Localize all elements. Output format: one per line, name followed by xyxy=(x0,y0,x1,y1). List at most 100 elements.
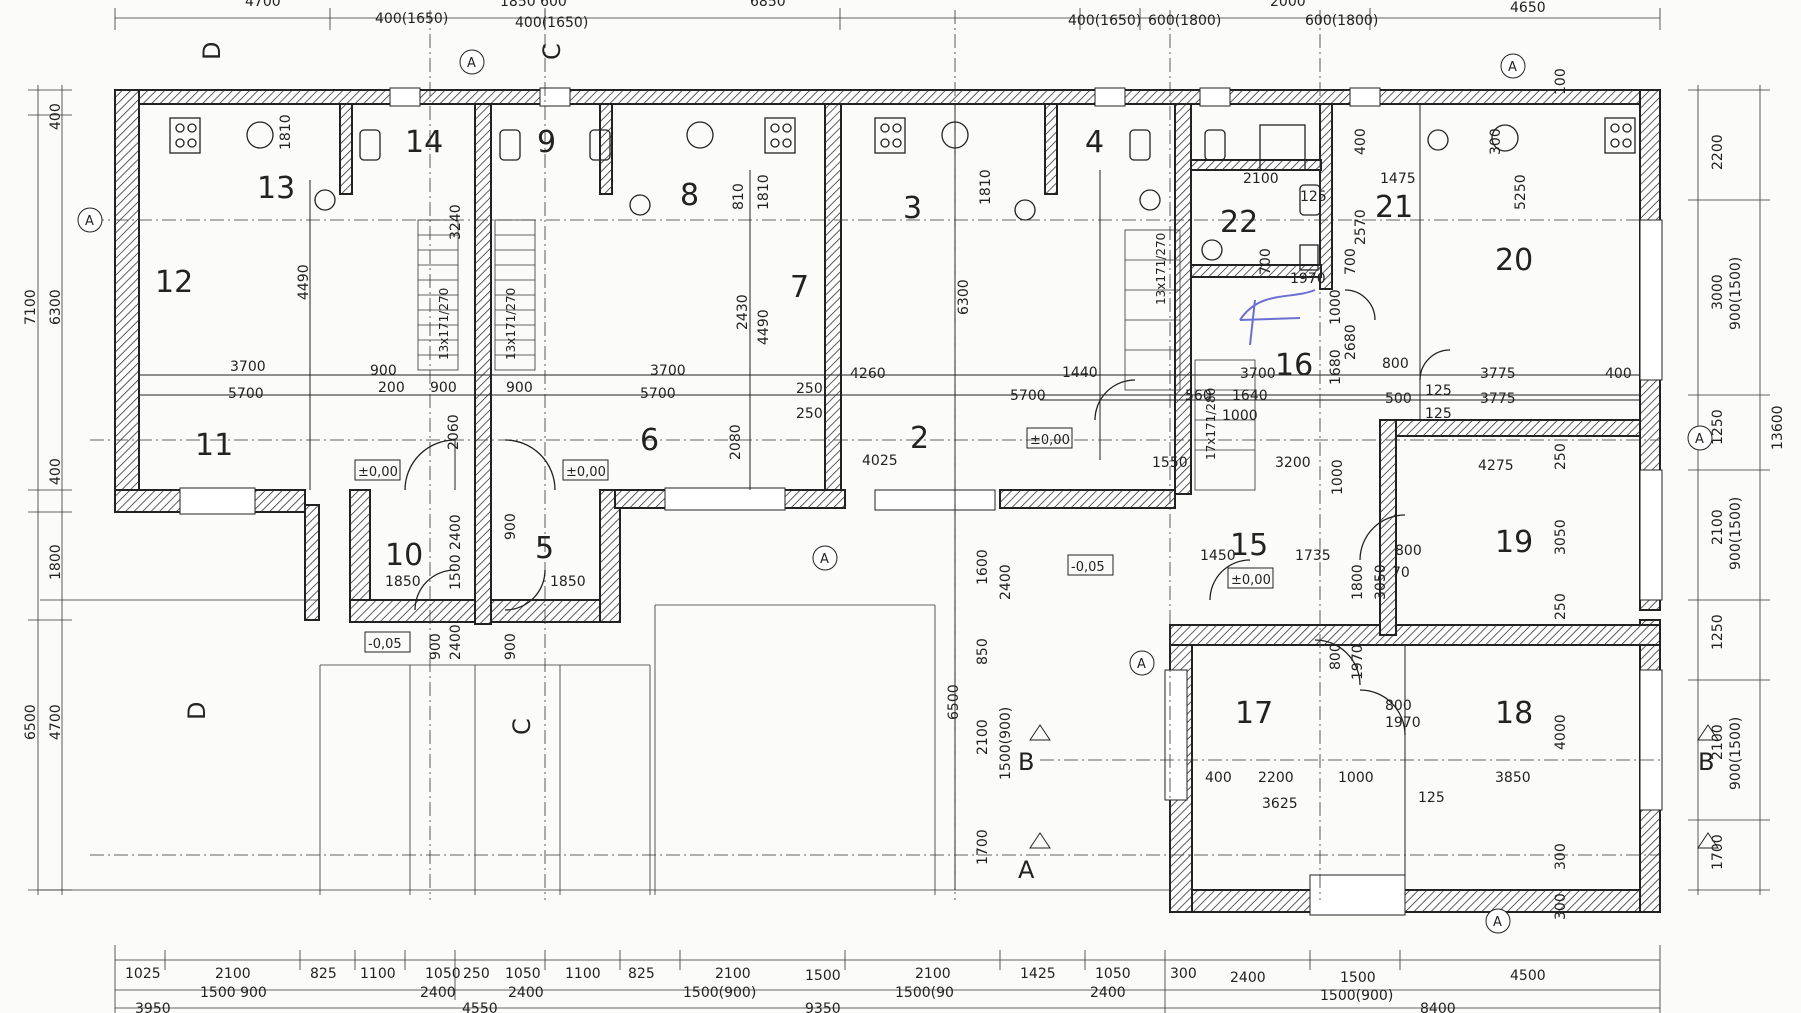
dim-label: 900 xyxy=(503,633,519,660)
axis-marker-label: A xyxy=(820,552,829,567)
dimension-lines xyxy=(28,8,1770,1013)
room-label: 7 xyxy=(790,270,809,305)
dim-label: 13600 xyxy=(1770,405,1786,450)
dim-label: 1800 xyxy=(48,544,64,580)
room-label: 12 xyxy=(155,265,193,300)
room-label: 4 xyxy=(1085,125,1104,160)
inner-dimension-labels: 3700 5700 900 200 900 900 3700 5700 4260… xyxy=(228,68,1632,920)
dim-label: 4275 xyxy=(1478,458,1514,474)
dim-label: 1000 xyxy=(1338,770,1374,786)
dim-label: 300 xyxy=(1170,966,1197,982)
dim-label: 1440 xyxy=(1062,365,1098,381)
section-marks: A B B C C D D xyxy=(183,42,1719,884)
stair-labels: 13x171/270 13x171/270 13x171/270 17x171/… xyxy=(437,233,1218,460)
dim-label: 1500(900) xyxy=(1320,988,1393,1004)
level-label: ±0,00 xyxy=(1030,433,1070,448)
dim-label: 2100 xyxy=(1710,724,1726,760)
dim-label: 2100 xyxy=(915,966,951,982)
dim-label: 2570 xyxy=(1353,209,1369,245)
room-label: 9 xyxy=(537,125,556,160)
dim-label: 6500 xyxy=(946,684,962,720)
dim-label: 2060 xyxy=(446,414,462,450)
room-label: 17 xyxy=(1235,696,1273,731)
dim-label: 400 xyxy=(48,103,64,130)
dim-label: 400 xyxy=(1353,128,1369,155)
dim-label: 1850 xyxy=(385,574,421,590)
dim-label: 1810 xyxy=(978,169,994,205)
dim-label: 4650 xyxy=(1510,0,1546,16)
top-dimension-labels: 4700 1850 600 6850 2000 4650 400(1650) 4… xyxy=(245,0,1546,31)
dim-label: 1500 xyxy=(805,968,841,984)
windows xyxy=(179,87,1663,916)
dim-label: 3950 xyxy=(135,1001,171,1013)
dim-label: 825 xyxy=(310,966,337,982)
dim-label: 4700 xyxy=(245,0,281,10)
room-label: 16 xyxy=(1275,348,1313,383)
axis-marker-label: A xyxy=(1137,657,1146,672)
dim-label: 1100 xyxy=(565,966,601,982)
dim-label: 1425 xyxy=(1020,966,1056,982)
dim-label: 600(1800) xyxy=(1305,13,1378,29)
dim-label: 2400 xyxy=(1090,985,1126,1001)
dim-label: 8400 xyxy=(1420,1001,1456,1013)
section-label: D xyxy=(183,702,211,720)
bottom-dimension-labels: 1025 2100 825 1100 1050 250 1050 1100 82… xyxy=(125,966,1546,1013)
dim-label: 1700 xyxy=(1710,834,1726,870)
dim-label: 4490 xyxy=(756,309,772,345)
dim-label: 900(1500) xyxy=(1728,257,1744,330)
dim-label: 400 xyxy=(1605,366,1632,382)
dim-label: 300 xyxy=(1488,128,1504,155)
dim-label: 3775 xyxy=(1480,391,1516,407)
dim-label: 7100 xyxy=(23,289,39,325)
dim-label: 2000 xyxy=(1270,0,1306,10)
dim-label: 2100 xyxy=(1243,171,1279,187)
level-label: ±0,00 xyxy=(1231,573,1271,588)
dim-label: 1700 xyxy=(975,829,991,865)
dim-label: 5250 xyxy=(1513,174,1529,210)
level-markers: ±0,00 ±0,00 ±0,00 ±0,00 -0,05 -0,05 xyxy=(354,427,1274,653)
dim-label: 900 xyxy=(430,380,457,396)
dim-label: 6500 xyxy=(23,704,39,740)
dim-label: 3050 xyxy=(1373,564,1389,600)
dim-label: 900 xyxy=(428,633,444,660)
dim-label: 200 xyxy=(378,380,405,396)
kitchen-fixtures xyxy=(169,117,1636,261)
dim-label: 400(1650) xyxy=(515,15,588,31)
dim-label: 1000 xyxy=(1328,289,1344,325)
dim-label: 560 xyxy=(1185,388,1212,404)
dim-label: 3625 xyxy=(1262,796,1298,812)
dim-label: 1500(90 xyxy=(895,985,954,1001)
dim-label: 100 xyxy=(1553,68,1569,95)
dim-label: 1050 xyxy=(1095,966,1131,982)
dim-label: 5700 xyxy=(1010,388,1046,404)
stair-label: 13x171/270 xyxy=(1154,233,1168,305)
dim-label: 1810 xyxy=(278,114,294,150)
dim-label: 250 xyxy=(796,406,823,422)
dim-label: 1100 xyxy=(360,966,396,982)
dim-label: 9350 xyxy=(805,1001,841,1013)
dim-label: 900 xyxy=(506,380,533,396)
section-label: D xyxy=(198,42,226,60)
dim-label: 4490 xyxy=(296,264,312,300)
dim-label: 3000 xyxy=(1710,274,1726,310)
dim-label: 1680 xyxy=(1328,349,1344,385)
level-label: -0,05 xyxy=(368,637,402,652)
room-label: 6 xyxy=(640,423,659,458)
dim-label: 4260 xyxy=(850,366,886,382)
dim-label: 400(1650) xyxy=(375,11,448,27)
room-label: 8 xyxy=(680,178,699,213)
room-label: 13 xyxy=(257,171,295,206)
dim-label: 700 xyxy=(1258,248,1274,275)
dim-label: 6300 xyxy=(48,289,64,325)
dim-label: 1250 xyxy=(1710,614,1726,650)
bathroom-fixtures xyxy=(359,124,1321,271)
dim-label: 2400 xyxy=(420,985,456,1001)
dim-label: 2200 xyxy=(1258,770,1294,786)
dim-label: 850 xyxy=(975,638,991,665)
room-label: 3 xyxy=(903,191,922,226)
dim-label: 1500(900) xyxy=(998,707,1014,780)
dim-label: 125 xyxy=(1300,189,1327,205)
axis-marker-label: A xyxy=(85,214,94,229)
room-label: 15 xyxy=(1230,528,1268,563)
room-labels: 13 12 11 14 9 8 7 6 10 5 3 2 4 22 21 20 … xyxy=(155,125,1533,731)
